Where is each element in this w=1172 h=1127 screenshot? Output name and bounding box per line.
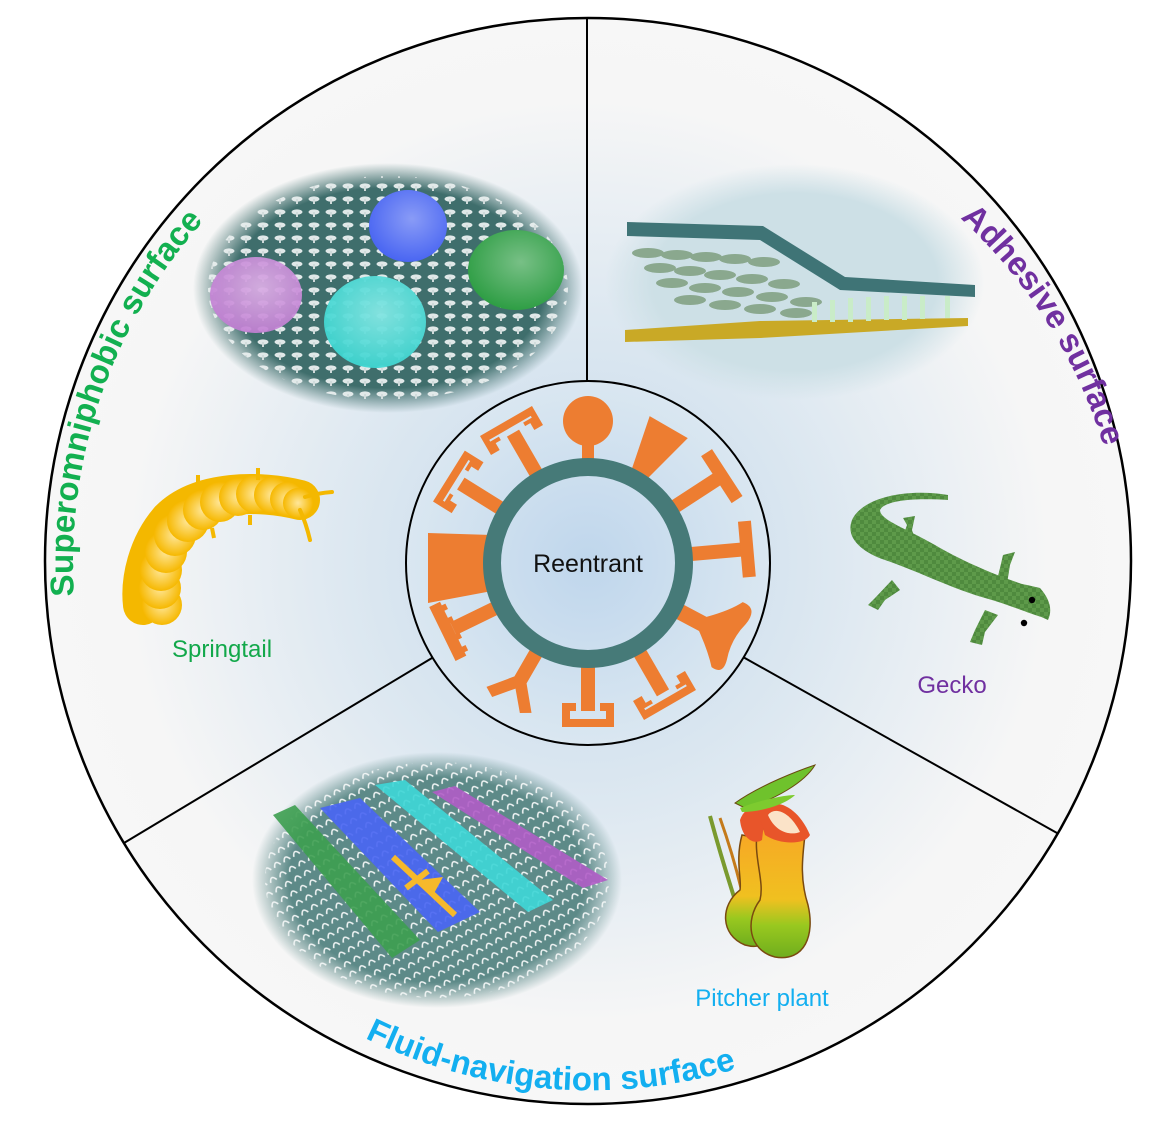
mushroom-pillar-adhesive-illustration xyxy=(605,164,985,400)
gecko-icon xyxy=(850,492,1051,645)
pitcher-plant-icon xyxy=(708,764,817,959)
reentrant-structure-inverted-trapezoid xyxy=(630,416,688,483)
reentrant-structure-double-hooked-t xyxy=(562,661,614,727)
inner-disc xyxy=(405,380,771,746)
divider-lower-left xyxy=(123,657,433,844)
teal-ring xyxy=(483,458,693,668)
springtail-icon xyxy=(122,468,334,625)
reentrant-structure-hooked-t xyxy=(480,405,546,482)
reentrant-structure-trapezoid xyxy=(428,533,492,603)
stripe-cyan xyxy=(375,780,553,912)
springtail-label: Springtail xyxy=(172,636,272,663)
diode-arrow-icon xyxy=(390,854,458,918)
reentrant-center: Reentrant xyxy=(405,380,771,746)
droplets-on-pillar-array-illustration xyxy=(193,163,583,413)
liquid-stripes-illustration xyxy=(252,752,622,1008)
stripe-purple xyxy=(432,786,608,888)
pitcher-plant-label: Pitcher plant xyxy=(695,985,829,1012)
reentrant-structure-serrated-t xyxy=(429,599,503,661)
reentrant-structure-t-shape xyxy=(684,520,756,578)
reentrant-structure-y-shape xyxy=(486,644,546,714)
center-label: Reentrant xyxy=(533,550,643,578)
reentrant-structure-mushroom xyxy=(670,601,752,670)
backing-film xyxy=(627,222,975,297)
substrate xyxy=(625,318,968,342)
gecko-label: Gecko xyxy=(917,672,986,699)
divider-lower-right xyxy=(742,656,1058,834)
reentrant-structure-t-shape xyxy=(666,449,743,516)
reentrant-structure-hooked-t xyxy=(433,450,509,517)
stripe-green xyxy=(273,805,420,958)
reentrant-structures xyxy=(428,396,756,727)
reentrant-structure-hooked-t xyxy=(630,644,696,721)
